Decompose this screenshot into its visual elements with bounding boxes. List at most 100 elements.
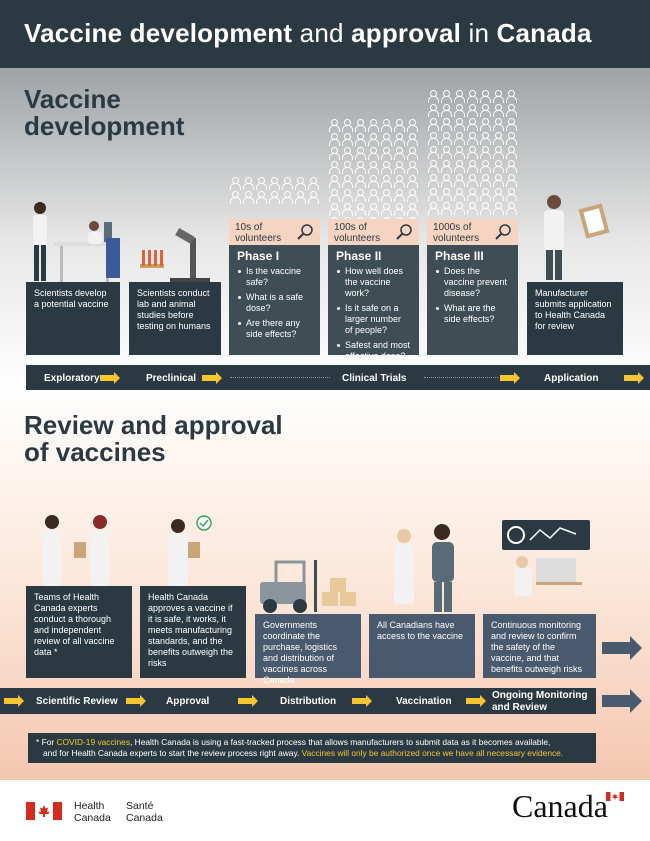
- step-approval: Health Canada approves a vaccine if it i…: [140, 586, 246, 678]
- person-icon: [427, 188, 439, 201]
- person-icon: [341, 133, 353, 146]
- person-icon: [492, 188, 504, 201]
- wordmark-flag-icon: [606, 792, 624, 801]
- person-icon: [307, 191, 319, 204]
- review-timeline-bar: Scientific Review Approval Distribution …: [0, 688, 596, 714]
- person-icon: [367, 203, 379, 216]
- person-icon: [427, 104, 439, 117]
- step-scientific-review: Teams of Health Canada experts conduct a…: [26, 586, 132, 678]
- person-icon: [440, 188, 452, 201]
- person-icon: [367, 189, 379, 202]
- person-icon: [453, 188, 465, 201]
- person-icon: [440, 174, 452, 187]
- person-icon: [242, 177, 254, 190]
- person-icon: [393, 119, 405, 132]
- person-icon: [341, 161, 353, 174]
- person-icon: [440, 132, 452, 145]
- arrow-icon: [624, 372, 644, 384]
- person-icon: [341, 147, 353, 160]
- person-icon: [479, 160, 491, 173]
- person-icon: [453, 202, 465, 215]
- step-phase1: Phase I Is the vaccine safe?What is a sa…: [229, 245, 320, 355]
- volunteers-10s-illustration: [229, 177, 319, 204]
- stage-ongoing-monitoring: Ongoing Monitoring: [492, 690, 588, 701]
- arrow-icon: [4, 695, 24, 707]
- person-icon: [406, 147, 418, 160]
- person-icon: [380, 189, 392, 202]
- magnifier-person-icon: [495, 224, 511, 240]
- person-icon: [479, 174, 491, 187]
- stage-ongoing-monitoring-line2: and Review: [492, 702, 548, 713]
- person-icon: [466, 146, 478, 159]
- person-icon: [393, 203, 405, 216]
- person-icon: [466, 90, 478, 103]
- arrow-icon: [202, 372, 222, 384]
- person-icon: [479, 188, 491, 201]
- person-icon: [466, 188, 478, 201]
- arrow-icon: [126, 695, 146, 707]
- vaccination-illustration: [394, 524, 454, 612]
- magnifier-person-icon: [396, 224, 412, 240]
- person-icon: [505, 160, 517, 173]
- person-icon: [354, 175, 366, 188]
- person-icon: [406, 175, 418, 188]
- person-icon: [380, 203, 392, 216]
- person-icon: [328, 147, 340, 160]
- person-icon: [354, 119, 366, 132]
- person-icon: [492, 146, 504, 159]
- person-icon: [492, 104, 504, 117]
- person-icon: [281, 191, 293, 204]
- person-icon: [453, 118, 465, 131]
- person-icon: [466, 132, 478, 145]
- person-icon: [479, 104, 491, 117]
- canada-wordmark: Canada: [512, 788, 608, 824]
- person-icon: [367, 119, 379, 132]
- person-icon: [406, 133, 418, 146]
- covid-footnote: * For COVID-19 vaccines, Health Canada i…: [28, 733, 596, 763]
- person-icon: [505, 174, 517, 187]
- stage-exploratory: Exploratory: [44, 373, 100, 384]
- person-icon: [354, 161, 366, 174]
- person-icon: [341, 203, 353, 216]
- person-icon: [453, 160, 465, 173]
- person-icon: [453, 146, 465, 159]
- person-icon: [307, 177, 319, 190]
- stage-scientific-review: Scientific Review: [36, 696, 118, 707]
- person-icon: [328, 133, 340, 146]
- person-icon: [354, 189, 366, 202]
- person-icon: [393, 161, 405, 174]
- person-icon: [354, 147, 366, 160]
- microscope-test-tubes-illustration: [140, 228, 210, 284]
- person-icon: [505, 188, 517, 201]
- dotted-line: [424, 377, 498, 378]
- monitoring-illustration: [502, 520, 590, 596]
- person-icon: [380, 147, 392, 160]
- arrow-icon: [100, 372, 120, 384]
- step-distribution: Governments coordinate the purchase, log…: [255, 614, 361, 685]
- step-preclinical-studies: Scientists conduct lab and animal studie…: [129, 282, 221, 355]
- person-icon: [393, 133, 405, 146]
- person-icon: [268, 191, 280, 204]
- person-icon: [466, 174, 478, 187]
- review-experts-illustration: [42, 515, 110, 586]
- stage-vaccination: Vaccination: [396, 696, 452, 707]
- person-icon: [440, 202, 452, 215]
- dotted-line: [230, 377, 330, 378]
- development-timeline-bar: Exploratory Preclinical Clinical Trials …: [26, 365, 650, 391]
- person-icon: [427, 160, 439, 173]
- step-manufacturer-application: Manufacturer submits application to Heal…: [527, 282, 623, 355]
- person-icon: [393, 175, 405, 188]
- person-icon: [281, 177, 293, 190]
- forklift-illustration: [260, 560, 356, 613]
- person-icon: [354, 133, 366, 146]
- stage-application: Application: [544, 373, 599, 384]
- person-icon: [505, 90, 517, 103]
- person-icon: [505, 104, 517, 117]
- person-icon: [229, 177, 241, 190]
- person-icon: [393, 189, 405, 202]
